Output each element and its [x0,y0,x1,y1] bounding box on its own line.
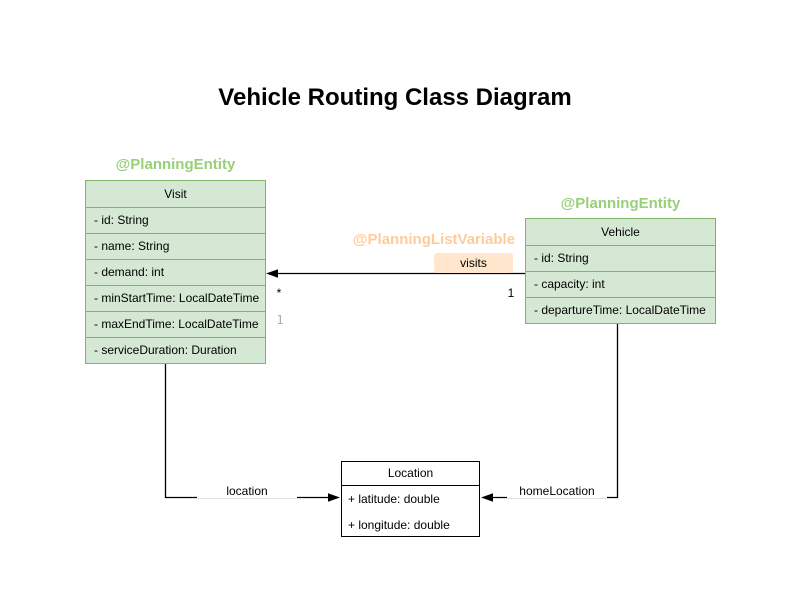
diagram-title: Vehicle Routing Class Diagram [218,84,572,111]
class-location-attribute: + longitude: double [348,518,450,532]
vehicle-planning-entity-annotation: @PlanningEntity [560,195,681,212]
class-visit[interactable]: Visit - id: String - name: String - dema… [85,180,266,364]
visits-target-multiplicity: * [276,286,282,300]
arrowhead-left-icon [481,493,493,502]
class-location-attribute: + latitude: double [348,492,440,506]
class-location[interactable]: Location + latitude: double + longitude:… [341,461,480,537]
home-location-edge-label: homeLocation [507,484,607,498]
edge-location-line [164,362,330,499]
class-visit-attribute: - id: String [86,207,265,233]
class-location-name: Location [342,462,479,486]
edge-visits[interactable] [266,269,525,278]
class-vehicle-attribute: - departureTime: LocalDateTime [526,297,715,323]
class-visit-attribute: - serviceDuration: Duration [86,337,265,363]
visit-planning-entity-annotation: @PlanningEntity [115,156,236,173]
class-visit-attribute: - demand: int [86,259,265,285]
class-vehicle[interactable]: Vehicle - id: String - capacity: int - d… [525,218,716,324]
location-edge-label: location [197,484,297,498]
class-visit-attribute: - name: String [86,233,265,259]
visits-edge-label[interactable]: visits [434,253,513,273]
visits-index-label: 1 [276,313,284,327]
edge-home-location-line [491,322,619,499]
visits-planning-list-variable-annotation: @PlanningListVariable [352,231,516,248]
edge-home-location[interactable] [481,322,619,502]
class-vehicle-attribute: - capacity: int [526,271,715,297]
class-vehicle-name: Vehicle [601,225,640,239]
edge-location[interactable] [164,362,341,502]
class-visit-name: Visit [164,187,187,201]
class-visit-attribute: - maxEndTime: LocalDateTime [86,311,265,337]
arrowhead-right-icon [328,493,340,502]
arrowhead-left-icon [266,269,278,278]
class-vehicle-attribute: - id: String [526,245,715,271]
class-visit-attribute: - minStartTime: LocalDateTime [86,285,265,311]
visits-source-multiplicity: 1 [507,286,515,300]
